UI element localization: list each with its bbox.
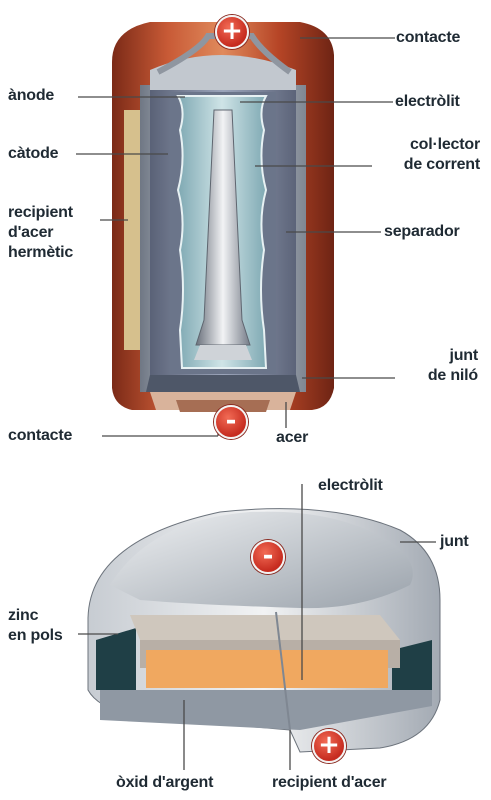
leader-lines-bottom <box>78 484 436 770</box>
label-junt-1: junt <box>449 347 478 364</box>
label-recipient-acer: recipient d'acer <box>272 774 387 791</box>
coin-gasket-right <box>392 640 432 706</box>
label-catode: càtode <box>8 145 59 162</box>
button-battery <box>87 508 441 753</box>
label-collector-2: de corrent <box>403 156 480 173</box>
label-recipient-3: hermètic <box>8 244 74 261</box>
nylon-seal <box>146 375 300 392</box>
positive-terminal-icon: + <box>312 729 346 763</box>
label-recipient-2: d'acer <box>8 224 54 241</box>
positive-terminal-icon: + <box>215 15 249 49</box>
negative-terminal-icon: - <box>251 540 285 574</box>
top-cap <box>150 55 296 90</box>
label-zinc-1: zinc <box>8 607 39 624</box>
label-oxid: òxid d'argent <box>116 774 214 791</box>
leader-lines-top <box>76 37 395 437</box>
coin-gasket <box>96 628 136 690</box>
label-collector-1: col·lector <box>409 136 480 153</box>
rod-base <box>194 345 252 360</box>
label-recipient-1: recipient <box>8 204 73 221</box>
label-junt-2: de niló <box>427 367 478 384</box>
label-contacte-bottom: contacte <box>8 427 73 444</box>
label-contacte-top: contacte <box>396 29 461 46</box>
zinc-powder <box>130 615 400 640</box>
label-electrolit-top: electròlit <box>395 93 460 110</box>
hermetic-strip <box>124 110 142 350</box>
label-electrolit-bottom: electròlit <box>318 477 383 494</box>
label-separador: separador <box>384 223 460 240</box>
label-zinc-2: en pols <box>8 627 63 644</box>
cylindrical-battery <box>112 22 334 412</box>
label-anode: ànode <box>8 87 55 104</box>
negative-terminal-icon: - <box>214 405 248 439</box>
label-acer: acer <box>276 429 309 446</box>
cut-edge <box>275 611 291 731</box>
current-collector-rod <box>195 109 251 346</box>
silver-oxide <box>146 650 388 688</box>
coin-base <box>100 690 432 730</box>
label-junt: junt <box>440 533 469 550</box>
